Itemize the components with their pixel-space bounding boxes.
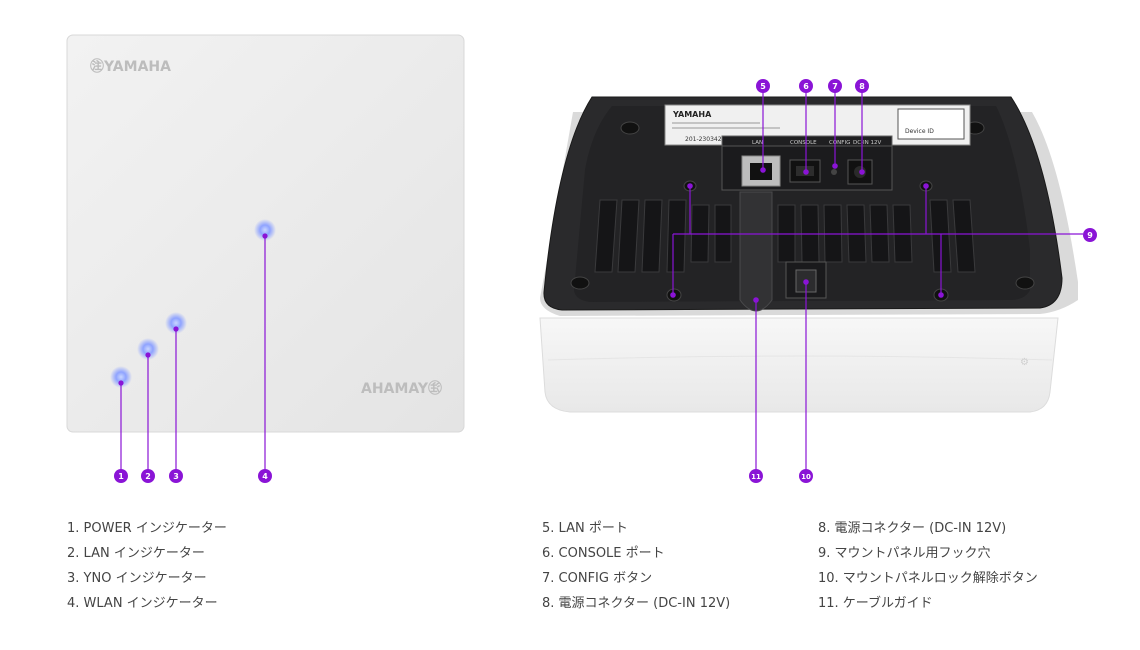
legend-item: 8. 電源コネクター (DC-IN 12V) bbox=[818, 521, 1007, 536]
power-led bbox=[110, 366, 132, 388]
yno-led bbox=[165, 312, 187, 334]
callout-5: 5 bbox=[756, 79, 770, 93]
legend-item: 1. POWER インジケーター bbox=[67, 521, 227, 536]
callout-4: 4 bbox=[258, 469, 272, 483]
front-logo-bottom: ㊟YAMAHA bbox=[361, 380, 442, 397]
callout-8: 8 bbox=[855, 79, 869, 93]
svg-text:2: 2 bbox=[145, 472, 151, 481]
legend-item: 8. 電源コネクター (DC-IN 12V) bbox=[542, 596, 731, 611]
port-label-lan: LAN bbox=[752, 140, 763, 146]
port-label-config: CONFIG bbox=[829, 140, 850, 146]
svg-text:1: 1 bbox=[118, 472, 124, 481]
svg-text:11: 11 bbox=[751, 473, 761, 481]
svg-text:⚙: ⚙ bbox=[1020, 357, 1029, 368]
callout-6: 6 bbox=[799, 79, 813, 93]
svg-text:8: 8 bbox=[859, 82, 865, 91]
svg-text:3: 3 bbox=[173, 472, 179, 481]
legend-item: 11. ケーブルガイド bbox=[818, 596, 933, 611]
rear-label-device-id: Device ID bbox=[905, 128, 934, 135]
legend-front: 1. POWER インジケーター 2. LAN インジケーター 3. YNO イ… bbox=[67, 516, 227, 616]
lan-led bbox=[137, 338, 159, 360]
callout-10: 10 bbox=[799, 469, 813, 483]
dc-in-connector bbox=[847, 159, 873, 185]
callout-3: 3 bbox=[169, 469, 183, 483]
svg-text:10: 10 bbox=[801, 473, 811, 481]
svg-text:7: 7 bbox=[832, 82, 838, 91]
rear-label-cert: 201-230342 bbox=[685, 136, 722, 143]
legend-rear-left: 5. LAN ポート 6. CONSOLE ポート 7. CONFIG ボタン … bbox=[542, 516, 730, 616]
wlan-led bbox=[254, 219, 276, 241]
svg-text:5: 5 bbox=[760, 82, 766, 91]
legend-item: 9. マウントパネル用フック穴 bbox=[818, 546, 991, 561]
callout-2: 2 bbox=[141, 469, 155, 483]
cable-guide bbox=[739, 191, 773, 312]
legend-item: 3. YNO インジケーター bbox=[67, 571, 207, 586]
legend-item: 7. CONFIG ボタン bbox=[542, 571, 653, 586]
callout-1: 1 bbox=[114, 469, 128, 483]
svg-text:9: 9 bbox=[1087, 231, 1093, 240]
rear-view: YAMAHA 201-230342 Device ID LAN CONSOLE … bbox=[539, 96, 1078, 413]
legend-item: 4. WLAN インジケーター bbox=[67, 596, 218, 611]
legend-item: 2. LAN インジケーター bbox=[67, 546, 205, 561]
callout-9: 9 bbox=[1083, 228, 1097, 242]
config-button bbox=[831, 169, 837, 175]
legend-item: 6. CONSOLE ポート bbox=[542, 546, 665, 561]
callout-7: 7 bbox=[828, 79, 842, 93]
svg-text:4: 4 bbox=[262, 472, 268, 481]
legend-rear-right: 8. 電源コネクター (DC-IN 12V) 9. マウントパネル用フック穴 1… bbox=[818, 516, 1038, 616]
rear-label-brand: YAMAHA bbox=[672, 110, 712, 119]
callout-11: 11 bbox=[749, 469, 763, 483]
port-label-dcin: DC-IN 12V bbox=[853, 140, 882, 146]
legend-item: 5. LAN ポート bbox=[542, 521, 628, 536]
svg-text:6: 6 bbox=[803, 82, 809, 91]
front-logo-top: ㊟YAMAHA bbox=[90, 58, 171, 75]
legend-item: 10. マウントパネルロック解除ボタン bbox=[818, 571, 1038, 586]
port-label-console: CONSOLE bbox=[790, 140, 817, 146]
